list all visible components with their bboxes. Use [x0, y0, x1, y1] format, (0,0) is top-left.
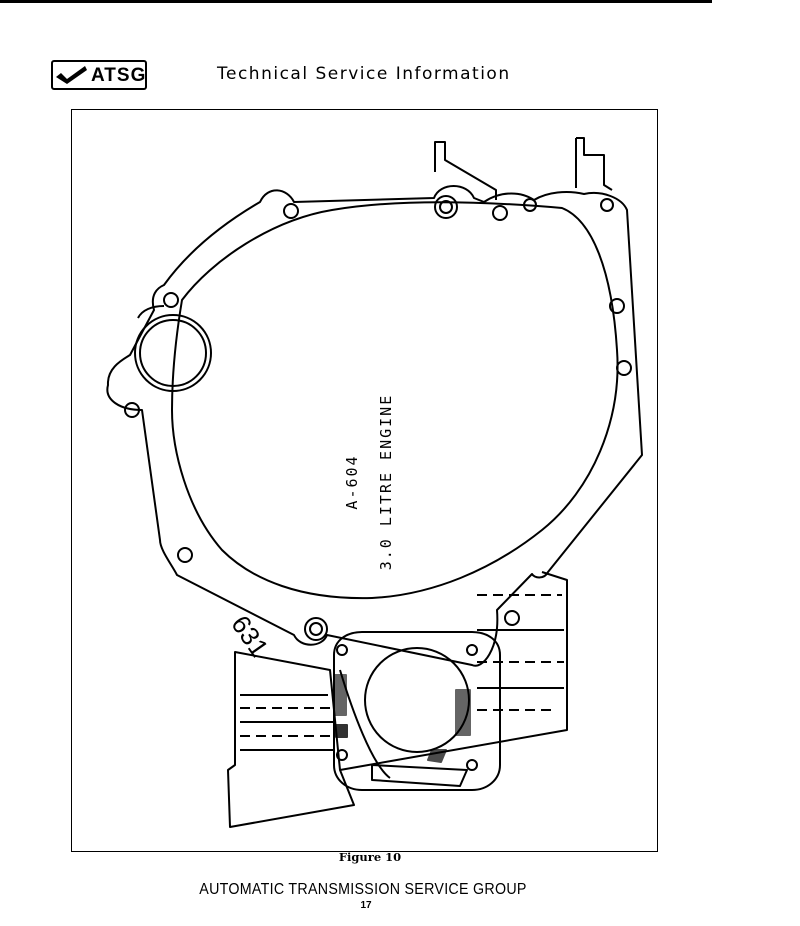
checkmark-logo-icon: [53, 64, 89, 86]
gasket-inner-outline: [171, 201, 619, 600]
bellhousing-diagram: A-604 3.0 LITRE ENGINE 631: [106, 137, 643, 828]
model-label: A-604: [343, 454, 361, 509]
casting-number: 631: [225, 610, 274, 663]
header-title: Technical Service Information: [217, 64, 511, 84]
logo-text: ATSG: [91, 64, 147, 86]
gasket-outer-outline: [106, 185, 643, 667]
figure-labels: A-604 3.0 LITRE ENGINE: [343, 394, 395, 571]
figure-caption: Figure 10: [338, 850, 402, 864]
top-brackets: [434, 137, 613, 200]
page-number: 17: [360, 900, 372, 911]
atsg-logo: ATSG: [51, 60, 147, 90]
bolt-holes: [124, 195, 632, 641]
engine-label: 3.0 LITRE ENGINE: [377, 394, 395, 571]
left-bore: [134, 305, 212, 392]
figure-frame: A-604 3.0 LITRE ENGINE 631: [71, 109, 658, 852]
footer-organization: AUTOMATIC TRANSMISSION SERVICE GROUP: [199, 881, 527, 898]
bottom-tab: [339, 669, 391, 779]
top-rule: [0, 0, 712, 3]
engine-block-lower: [227, 571, 568, 828]
cylinder-plate: [333, 631, 501, 791]
